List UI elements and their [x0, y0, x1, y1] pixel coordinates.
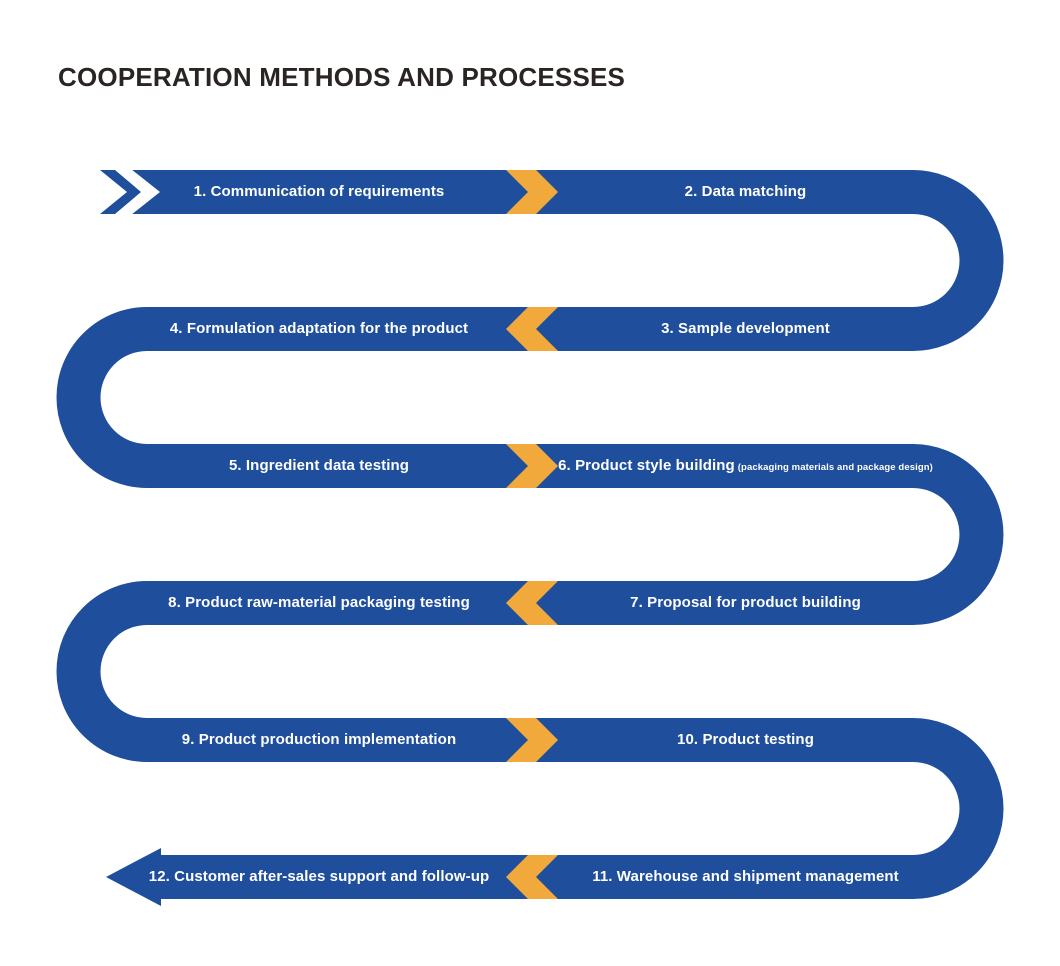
chevron-left-icon: [506, 307, 558, 351]
step-label-6-sub: (packaging materials and package design): [737, 462, 933, 473]
step-label-10: 10. Product testing: [677, 731, 814, 748]
chevron-right-icon: [506, 444, 558, 488]
step-label-4: 4. Formulation adaptation for the produc…: [169, 320, 469, 337]
step-label-9: 9. Product production implementation: [181, 731, 457, 748]
step-label-3: 3. Sample development: [661, 320, 830, 337]
step-label-12: 12. Customer after-sales support and fol…: [148, 868, 490, 885]
flow-start-notch: [131, 169, 160, 215]
page-title: COOPERATION METHODS AND PROCESSES: [58, 62, 626, 92]
step-label-2: 2. Data matching: [684, 183, 807, 200]
chevron-right-icon: [506, 170, 558, 214]
step-label-11: 11. Warehouse and shipment management: [592, 868, 899, 885]
step-label-6-main: 6. Product style building: [558, 457, 735, 474]
process-ribbon: [56, 170, 1004, 899]
chevron-right-icon: [506, 718, 558, 762]
step-label-6: 6. Product style building(packaging mate…: [558, 444, 933, 488]
step-label-8: 8. Product raw-material packaging testin…: [168, 594, 470, 611]
step-label-7: 7. Proposal for product building: [630, 594, 861, 611]
flow-end-arrow-icon: [106, 848, 161, 906]
step-label-1: 1. Communication of requirements: [193, 183, 445, 200]
flow-start-chevron-icon: [100, 170, 141, 214]
step-label-5: 5. Ingredient data testing: [228, 457, 410, 474]
chevron-left-icon: [506, 855, 558, 899]
chevron-left-icon: [506, 581, 558, 625]
